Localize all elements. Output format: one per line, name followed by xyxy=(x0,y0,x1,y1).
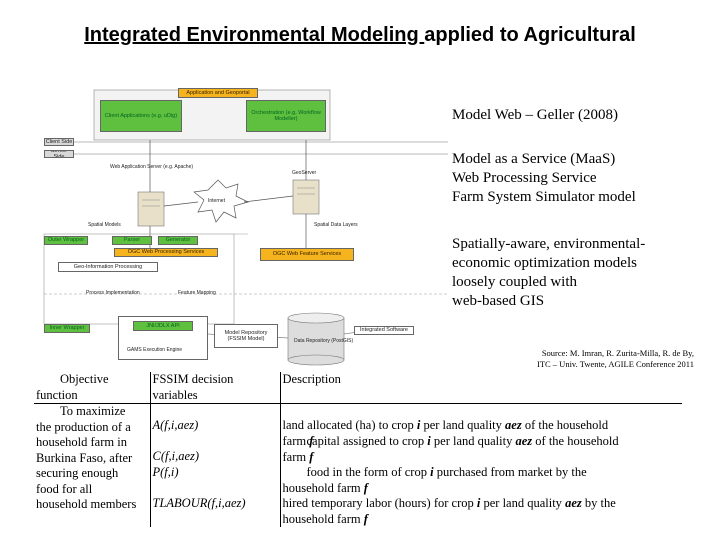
objective-line: securing enough xyxy=(36,466,119,480)
geo-processing-box: Geo-Information Processing xyxy=(58,262,158,272)
slide-title: Integrated Environmental Modeling applie… xyxy=(0,24,720,47)
variable-cell: A(f,i,aez) xyxy=(150,403,281,449)
inner-wrapper-box: Inner Wrapper xyxy=(44,324,90,333)
economic-line: economic optimization models xyxy=(452,255,637,271)
generator-box: Generator xyxy=(158,236,198,245)
description-header-text: Description xyxy=(282,372,341,386)
objective-line: the production of a xyxy=(36,419,131,434)
table-row: C(f,i,aez) capital assigned to crop i pe… xyxy=(34,434,682,465)
gams-block: JNI/JDLX API GAMS Execution Engine xyxy=(118,316,208,360)
web-app-server-label: Web Application Server (e.g. Apache) xyxy=(110,164,194,170)
wps-line: Web Processing Service xyxy=(452,170,597,186)
description-cell: capital assigned to crop i per land qual… xyxy=(282,434,619,464)
description-cell: hired temporary labor (hours) for crop i… xyxy=(282,496,616,526)
integrated-software-box: Integrated Software xyxy=(354,326,414,335)
architecture-diagram: Application and Geoportal Client Applica… xyxy=(38,84,450,370)
table-row: To maximize the production of a househol… xyxy=(34,403,682,527)
wps-box: OGC Web Processing Services xyxy=(114,248,218,257)
geoserver-label: GeoServer xyxy=(292,170,317,176)
variables-header-line2: variables xyxy=(152,387,198,402)
spatial-models-label: Spatial Models xyxy=(88,222,121,228)
gams-engine-label: GAMS Execution Engine xyxy=(127,347,183,353)
loosely-coupled-line: loosely coupled with xyxy=(452,274,577,290)
variable-cell: TLABOUR(f,i,aez) xyxy=(150,496,281,527)
title-underlined: Integrated Environmental Modeling xyxy=(84,24,425,46)
process-implementation-label: Process Implementation xyxy=(86,290,140,296)
source-citation: Source: M. Imran, R. Zurita-Milla, R. de… xyxy=(537,348,694,370)
objective-header-line1: Objective xyxy=(60,372,109,386)
source-line-2: ITC – Univ. Twente, AGILE Conference 201… xyxy=(536,359,694,369)
objective-cell: To maximize the production of a househol… xyxy=(34,403,151,527)
table-row: P(f,i) food in the form of crop i purcha… xyxy=(34,465,682,496)
description-cell: food in the form of crop i purchased fro… xyxy=(282,465,587,495)
objective-line: To maximize xyxy=(60,404,126,418)
jni-api-box: JNI/JDLX API xyxy=(133,321,193,331)
application-geoportal-banner: Application and Geoportal xyxy=(178,88,258,98)
objective-line: household members xyxy=(36,497,137,511)
wfs-box: OGC Web Feature Services xyxy=(260,248,354,261)
feature-mapping-label: Feature Mapping xyxy=(178,290,216,296)
source-line-1: Source: M. Imran, R. Zurita-Milla, R. de… xyxy=(541,348,694,358)
variables-header: FSSIM decision variables xyxy=(150,372,281,404)
orchestration-box: Orchestration (e.g. Workflow Modeller) xyxy=(246,100,326,132)
variable-cell: C(f,i,aez) xyxy=(150,449,281,465)
server-icon-right xyxy=(292,179,320,215)
objective-header-line2: function xyxy=(36,387,78,402)
internet-burst xyxy=(193,179,249,223)
objective-line: household farm in xyxy=(36,435,127,449)
internet-label: Internet xyxy=(208,198,225,204)
fssim-table: Objective function FSSIM decision variab… xyxy=(34,372,682,527)
parser-box: Parser xyxy=(112,236,152,245)
database-icon xyxy=(287,312,345,366)
variable-cell: P(f,i) xyxy=(150,465,281,496)
data-repository-label: Data Repository (PostGIS) xyxy=(294,338,354,344)
client-side-label: Client Side xyxy=(44,138,74,146)
table-row: TLABOUR(f,i,aez) hired temporary labor (… xyxy=(34,496,682,527)
description-header: Description xyxy=(280,372,682,404)
gis-line: web-based GIS xyxy=(452,293,545,309)
objective-header: Objective function xyxy=(34,372,151,404)
description-cell: land allocated (ha) to crop i per land q… xyxy=(282,418,609,448)
outer-wrapper-box: Outer Wrapper xyxy=(44,236,88,245)
farm-system-line: Farm System Simulator model xyxy=(452,189,636,205)
objective-line: food for all xyxy=(36,481,93,496)
title-rest: applied to Agricultural xyxy=(424,24,636,46)
spatially-aware-line: Spatially-aware, environmental- xyxy=(452,236,646,252)
spatial-data-layers-label: Spatial Data Layers xyxy=(314,222,358,228)
server-icon-left xyxy=(137,191,165,227)
server-side-label: Server Side xyxy=(44,150,74,158)
maas-line: Model as a Service (MaaS) xyxy=(452,151,616,167)
table-header-row: Objective function FSSIM decision variab… xyxy=(34,372,682,404)
model-web-heading: Model Web – Geller (2008) xyxy=(452,107,618,123)
client-applications-box: Client Applications (e.g. uDig) xyxy=(100,100,182,132)
objective-line: Burkina Faso, after xyxy=(36,450,133,465)
variables-header-line1: FSSIM decision xyxy=(152,372,234,386)
model-repository-box: Model Repository (FSSIM Model) xyxy=(214,324,278,348)
